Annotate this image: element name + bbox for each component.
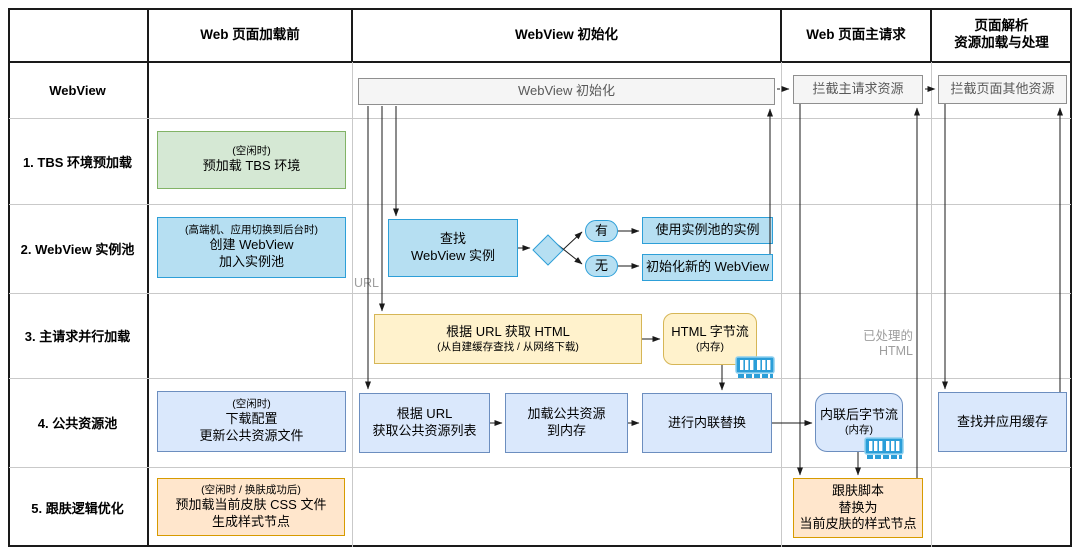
header-label: WebView 初始化	[514, 26, 619, 42]
table-outer-border	[8, 8, 1072, 547]
node-fetch-resource-list: 根据 URL 获取公共资源列表	[359, 393, 490, 453]
ram-icon	[735, 356, 775, 378]
node-intercept-other-resources: 拦截页面其他资源	[938, 75, 1067, 104]
node-update-common-resources: (空闲时) 下载配置 更新公共资源文件	[157, 391, 346, 452]
header-col-line-1	[351, 8, 353, 62]
node-intercept-main-request: 拦截主请求资源	[793, 75, 923, 104]
header-col-parse-resources: 页面解析 资源加载与处理	[931, 8, 1072, 62]
url-annotation: URL	[354, 276, 380, 290]
node-init-new-webview: 初始化新的 WebView	[642, 254, 773, 281]
processed-html-annotation: 已处理的 HTML	[862, 329, 913, 358]
lane-col-line-3	[931, 62, 932, 547]
header-col-line-2	[780, 8, 782, 62]
row-line-1	[9, 118, 1071, 119]
node-branch-yes: 有	[585, 220, 618, 242]
node-use-pool-instance: 使用实例池的实例	[642, 217, 773, 244]
label-column-line	[147, 8, 149, 547]
node-skin-script-replace: 跟肤脚本 替换为 当前皮肤的样式节点	[793, 478, 923, 538]
row-label-parallel-load: 3. 主请求并行加载	[24, 329, 131, 344]
header-separator-line	[8, 61, 1072, 63]
row-label-instance-pool: 2. WebView 实例池	[20, 242, 135, 257]
node-skin-css-preload: (空闲时 / 换肤成功后) 预加载当前皮肤 CSS 文件 生成样式节点	[157, 478, 345, 536]
row-label-common-pool: 4. 公共资源池	[37, 416, 118, 431]
header-label-line2: 资源加载与处理	[954, 35, 1049, 50]
row-line-4	[9, 378, 1071, 379]
row-label-webview: WebView	[49, 82, 106, 98]
node-fetch-html-by-url: 根据 URL 获取 HTML (从自建缓存查找 / 从网络下载)	[374, 314, 642, 364]
node-load-common-to-memory: 加载公共资源 到内存	[505, 393, 628, 453]
node-tbs-preload: (空闲时) 预加载 TBS 环境	[157, 131, 346, 189]
row-line-5	[9, 467, 1071, 468]
node-create-webview-pool: (高端机、应用切换到后台时) 创建 WebView 加入实例池	[157, 217, 346, 278]
header-col-main-request: Web 页面主请求	[781, 8, 931, 62]
header-label-line1: 页面解析	[974, 18, 1029, 34]
node-webview-init-bar: WebView 初始化	[358, 78, 775, 105]
lane-col-line-2	[781, 62, 782, 547]
row-label-tbs-preload: 1. TBS 环境预加载	[22, 154, 133, 170]
header-col-line-3	[930, 8, 932, 62]
header-col-before-load: Web 页面加载前	[148, 8, 352, 62]
header-label: Web 页面主请求	[806, 26, 906, 42]
header-col-webview-init: WebView 初始化	[352, 8, 781, 62]
row-label-skin-logic: 5. 跟肤逻辑优化	[31, 500, 124, 516]
ram-icon	[864, 437, 904, 459]
node-find-apply-cache: 查找并应用缓存	[938, 392, 1067, 452]
lane-col-line-1	[352, 62, 353, 547]
node-inline-replace: 进行内联替换	[642, 393, 772, 453]
node-branch-no: 无	[585, 255, 618, 277]
row-line-3	[9, 293, 1071, 294]
node-find-webview-instance: 查找 WebView 实例	[388, 219, 518, 277]
header-label: Web 页面加载前	[200, 26, 300, 42]
row-line-2	[9, 204, 1071, 205]
